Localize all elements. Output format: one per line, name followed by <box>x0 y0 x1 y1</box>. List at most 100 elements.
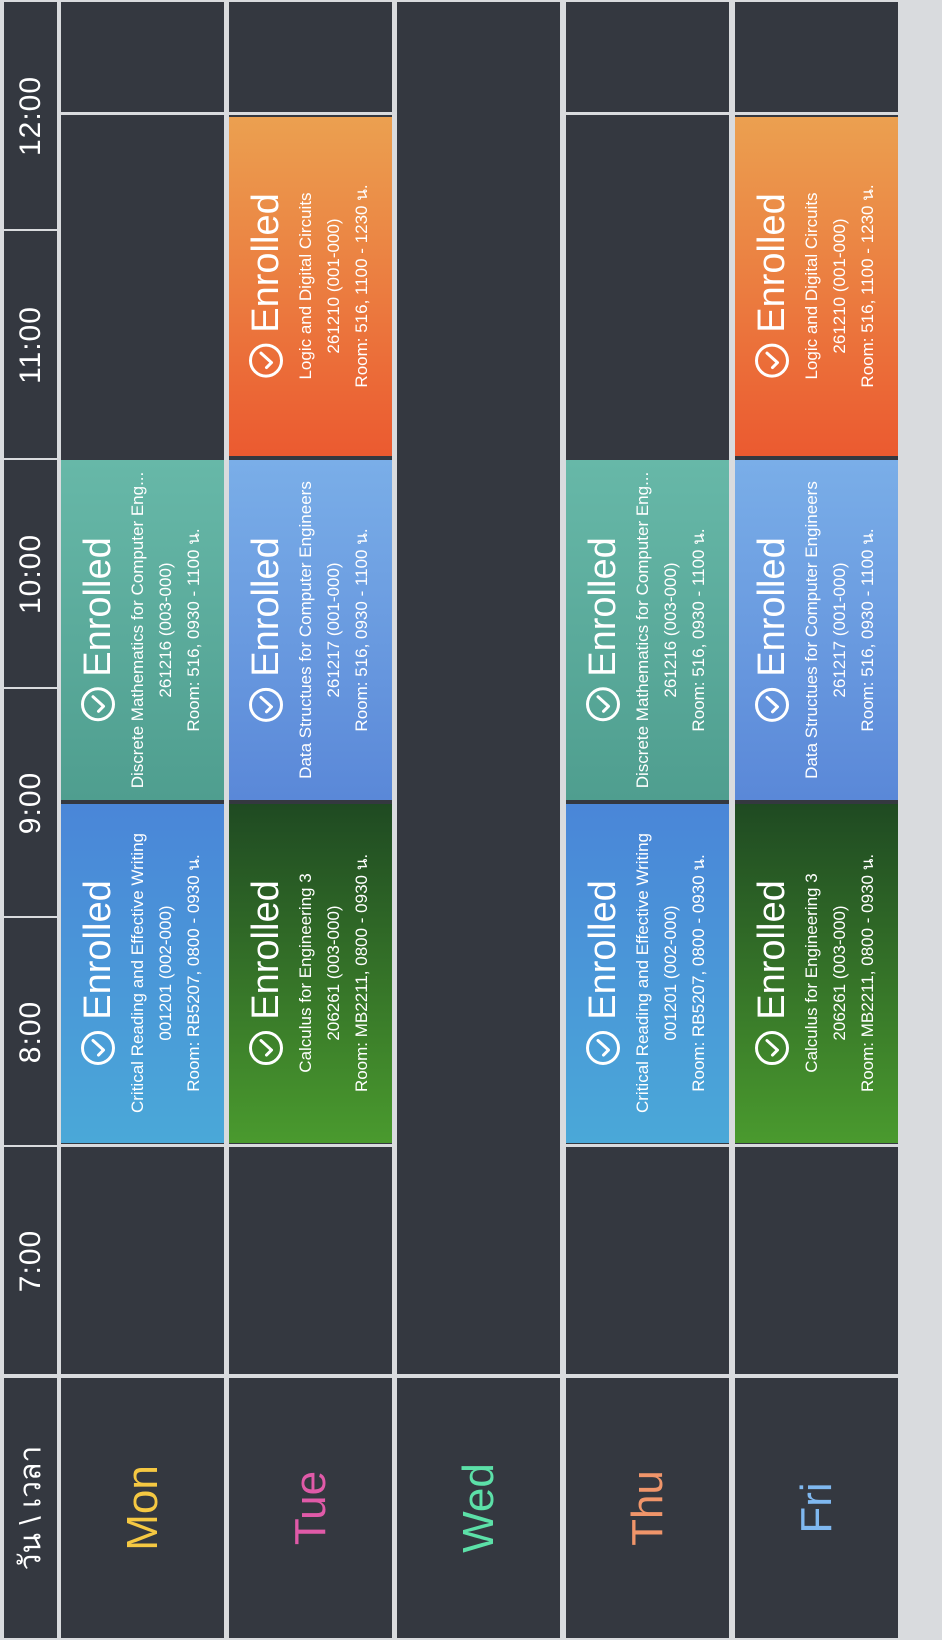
slot-divider <box>735 1144 898 1147</box>
course-code: 261217 (001-000) <box>829 562 849 698</box>
course-code: 261216 (003-000) <box>660 562 680 698</box>
course-code: 001201 (002-000) <box>660 905 680 1041</box>
status-row: Enrolled <box>245 537 287 722</box>
course-code: 261210 (001-000) <box>323 218 343 354</box>
course-name: Discrete Mathematics for Computer Eng... <box>127 471 147 789</box>
course-block[interactable]: Enrolled Data Structues for Computer Engi… <box>229 460 392 800</box>
status-label: Enrolled <box>76 537 119 677</box>
time-header-900: 9:00 <box>4 689 57 916</box>
time-header-1000: 10:00 <box>4 460 57 687</box>
course-block[interactable]: Enrolled Critical Reading and Effective W… <box>566 803 729 1143</box>
status-row: Enrolled <box>582 537 624 722</box>
time-header-700: 7:00 <box>4 1147 57 1374</box>
day-label: Fri <box>791 1482 841 1534</box>
time-header-1100: 11:00 <box>4 231 57 458</box>
time-label: 8:00 <box>13 1000 47 1063</box>
slot-divider <box>566 1144 729 1147</box>
course-room: Room: 516, 1100 - 1230 น. <box>857 184 877 388</box>
check-circle-icon <box>248 1030 284 1066</box>
course-room: Room: MB2211, 0800 - 0930 น. <box>351 854 371 1093</box>
time-label: 10:00 <box>13 533 47 614</box>
course-content: Enrolled Logic and Digital Circuits 261210… <box>750 184 882 388</box>
day-header-tue: Tue <box>229 1378 392 1638</box>
course-code: 206261 (003-000) <box>323 905 343 1041</box>
course-name: Discrete Mathematics for Computer Eng... <box>632 471 652 789</box>
course-content: Enrolled Calculus for Engineering 3 206261… <box>244 854 376 1093</box>
time-label: 7:00 <box>13 1229 47 1292</box>
time-label: 12:00 <box>13 75 47 156</box>
status-row: Enrolled <box>244 880 287 1066</box>
course-name: Logic and Digital Circuits <box>295 192 315 380</box>
check-circle-icon <box>754 686 790 722</box>
course-block[interactable]: Enrolled Discrete Mathematics for Compute… <box>566 460 729 800</box>
status-label: Enrolled <box>750 193 793 333</box>
course-name: Critical Reading and Effective Writing <box>632 833 652 1114</box>
time-label: 9:00 <box>13 771 47 834</box>
course-room: Room: RB5207, 0800 - 0930 น. <box>688 854 708 1093</box>
corner-header: วัน \ เวลา <box>4 1378 57 1638</box>
course-code: 206261 (003-000) <box>829 905 849 1041</box>
slot-divider <box>229 112 392 115</box>
corner-label: วัน \ เวลา <box>14 1445 47 1571</box>
slot-divider <box>61 112 224 115</box>
check-circle-icon <box>585 686 621 722</box>
slot-divider <box>566 112 729 115</box>
course-content: Enrolled Discrete Mathematics for Compute… <box>76 471 208 789</box>
status-row: Enrolled <box>581 880 624 1066</box>
status-row: Enrolled <box>750 193 793 379</box>
check-circle-icon <box>80 686 116 722</box>
course-room: Room: 516, 0930 - 1100 น. <box>857 528 877 732</box>
course-code: 261210 (001-000) <box>829 218 849 354</box>
check-circle-icon <box>754 343 790 379</box>
day-header-mon: Mon <box>61 1378 224 1638</box>
course-block[interactable]: Enrolled Discrete Mathematics for Compute… <box>61 460 224 800</box>
check-circle-icon <box>80 1030 116 1066</box>
status-label: Enrolled <box>750 880 793 1020</box>
day-header-fri: Fri <box>735 1378 898 1638</box>
course-block[interactable]: Enrolled Calculus for Engineering 3 206261… <box>229 803 392 1143</box>
day-label: Wed <box>453 1463 503 1553</box>
course-block[interactable]: Enrolled Logic and Digital Circuits 261210… <box>229 116 392 456</box>
time-header-800: 8:00 <box>4 918 57 1145</box>
course-block[interactable]: Enrolled Data Structues for Computer Engi… <box>735 460 898 800</box>
slot-divider <box>229 1144 392 1147</box>
status-row: Enrolled <box>76 880 119 1066</box>
empty-day-slot <box>397 2 560 1374</box>
status-label: Enrolled <box>581 880 624 1020</box>
day-label: Thu <box>622 1470 672 1546</box>
slot-divider <box>61 1144 224 1147</box>
course-content: Enrolled Critical Reading and Effective W… <box>581 833 713 1114</box>
status-row: Enrolled <box>76 537 119 722</box>
course-code: 001201 (002-000) <box>155 905 175 1041</box>
course-block[interactable]: Enrolled Logic and Digital Circuits 261210… <box>735 116 898 456</box>
course-code: 261216 (003-000) <box>155 562 175 698</box>
status-row: Enrolled <box>750 537 793 722</box>
course-room: Room: 516, 0930 - 1100 น. <box>688 528 708 732</box>
check-circle-icon <box>248 686 284 722</box>
status-label: Enrolled <box>244 880 287 1020</box>
course-name: Data Structues for Computer Engineers <box>295 480 315 779</box>
course-content: Enrolled Data Structues for Computer Engi… <box>245 480 376 779</box>
check-circle-icon <box>585 1030 621 1066</box>
course-name: Logic and Digital Circuits <box>801 192 821 380</box>
day-label: Tue <box>285 1470 335 1546</box>
time-header-1200: 12:00 <box>4 2 57 229</box>
day-header-wed: Wed <box>397 1378 560 1638</box>
status-label: Enrolled <box>244 193 287 333</box>
status-label: Enrolled <box>750 537 793 677</box>
course-room: Room: RB5207, 0800 - 0930 น. <box>183 854 203 1093</box>
course-name: Data Structues for Computer Engineers <box>801 480 821 779</box>
time-label: 11:00 <box>13 305 47 384</box>
day-label: Mon <box>117 1465 167 1551</box>
status-label: Enrolled <box>76 880 119 1020</box>
course-room: Room: MB2211, 0800 - 0930 น. <box>857 854 877 1093</box>
status-row: Enrolled <box>750 880 793 1066</box>
course-content: Enrolled Logic and Digital Circuits 261210… <box>244 185 376 388</box>
course-code: 261217 (001-000) <box>323 562 343 698</box>
course-name: Calculus for Engineering 3 <box>295 873 315 1073</box>
